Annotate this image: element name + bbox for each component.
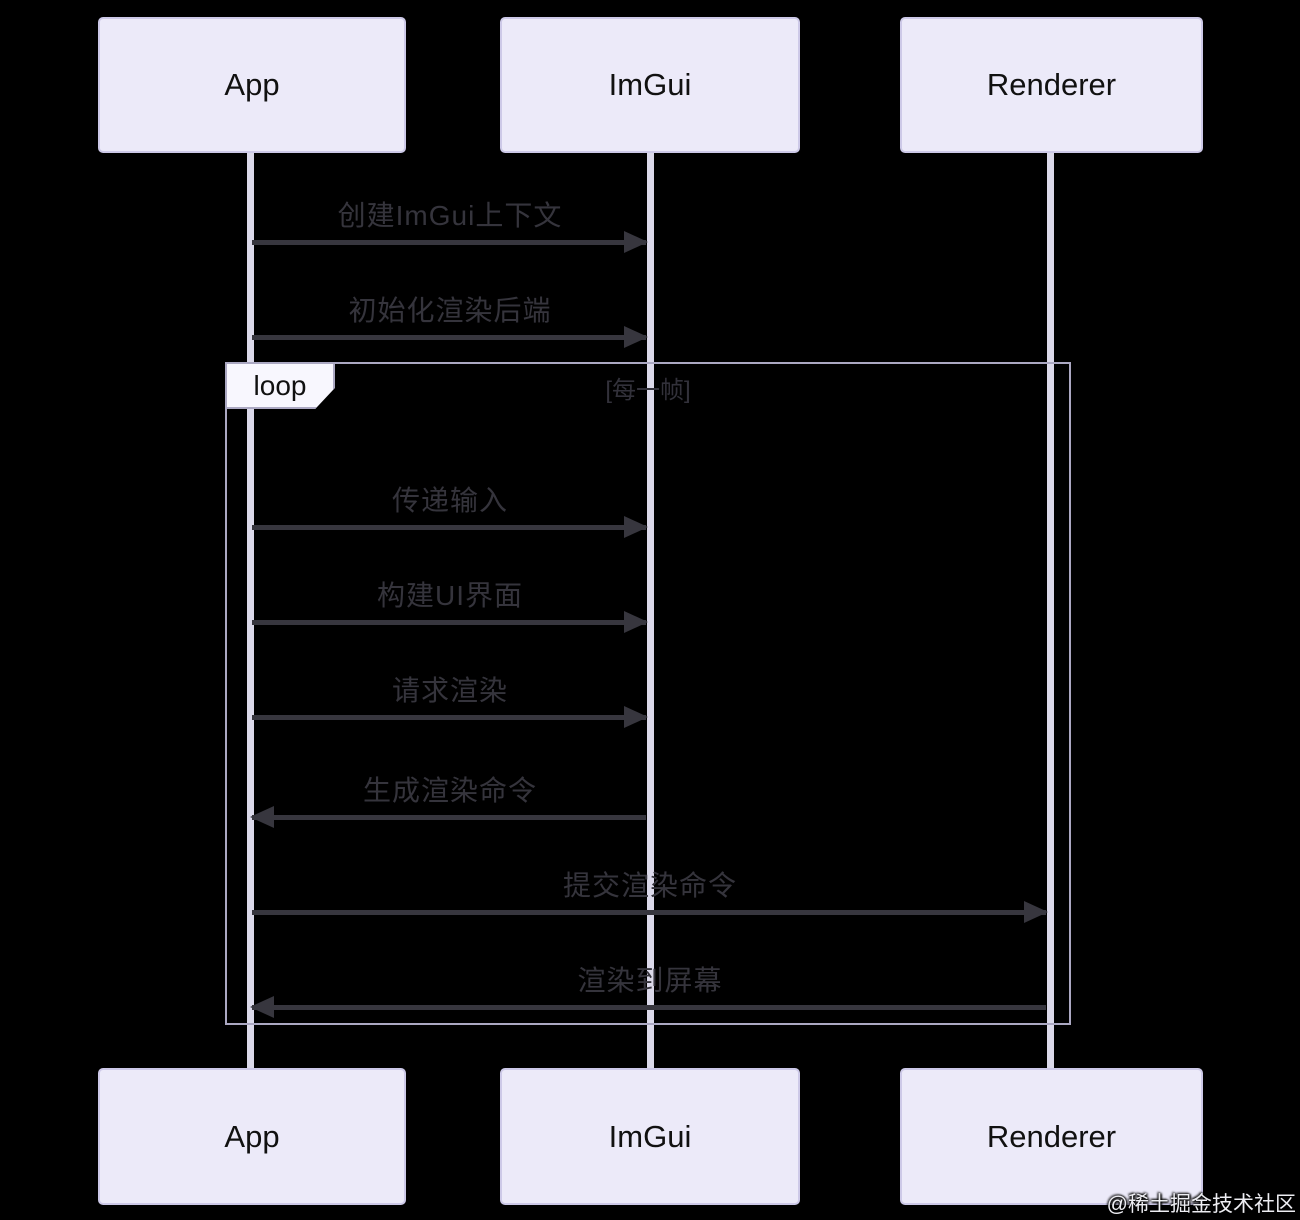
actor-renderer-bottom: Renderer (900, 1068, 1203, 1205)
message-label: 初始化渲染后端 (348, 295, 552, 326)
actor-imgui-label: ImGui (608, 67, 692, 102)
lifeline-imgui (647, 152, 654, 1070)
actor-renderer-top: Renderer (900, 17, 1203, 153)
arrowhead-right-icon (1024, 901, 1048, 923)
arrowhead-left-icon (250, 996, 274, 1018)
loop-tag: loop (225, 362, 335, 409)
arrowhead-right-icon (624, 326, 648, 348)
juejin-watermark: @稀土掘金技术社区 (1106, 1193, 1296, 1216)
lifeline-renderer (1047, 152, 1054, 1070)
actor-imgui-label: ImGui (608, 1118, 692, 1154)
actor-app-top: App (98, 17, 406, 153)
actor-imgui-bottom: ImGui (500, 1068, 800, 1205)
actor-imgui-top: ImGui (500, 17, 800, 153)
loop-condition: [每一帧] (605, 377, 691, 404)
message-label: 提交渲染命令 (562, 870, 737, 901)
lifeline-app (247, 152, 254, 1070)
message-label: 生成渲染命令 (362, 775, 537, 806)
actor-app-label: App (224, 1118, 280, 1154)
loop-frame (225, 362, 1071, 1025)
message-label: 构建UI界面 (376, 580, 523, 611)
actor-app-label: App (224, 67, 280, 102)
actor-app-bottom: App (98, 1068, 406, 1205)
loop-label: loop (253, 369, 307, 401)
actor-renderer-label: Renderer (986, 67, 1117, 102)
arrowhead-right-icon (624, 516, 648, 538)
message-label: 渲染到屏幕 (577, 965, 723, 996)
arrowhead-right-icon (624, 231, 648, 253)
message-label: 请求渲染 (391, 675, 508, 706)
message-label: 传递输入 (391, 485, 508, 516)
arrowhead-left-icon (250, 806, 274, 828)
message-label: 创建ImGui上下文 (337, 200, 563, 231)
arrowhead-right-icon (624, 611, 648, 633)
actor-renderer-label: Renderer (986, 1118, 1117, 1154)
arrowhead-right-icon (624, 706, 648, 728)
